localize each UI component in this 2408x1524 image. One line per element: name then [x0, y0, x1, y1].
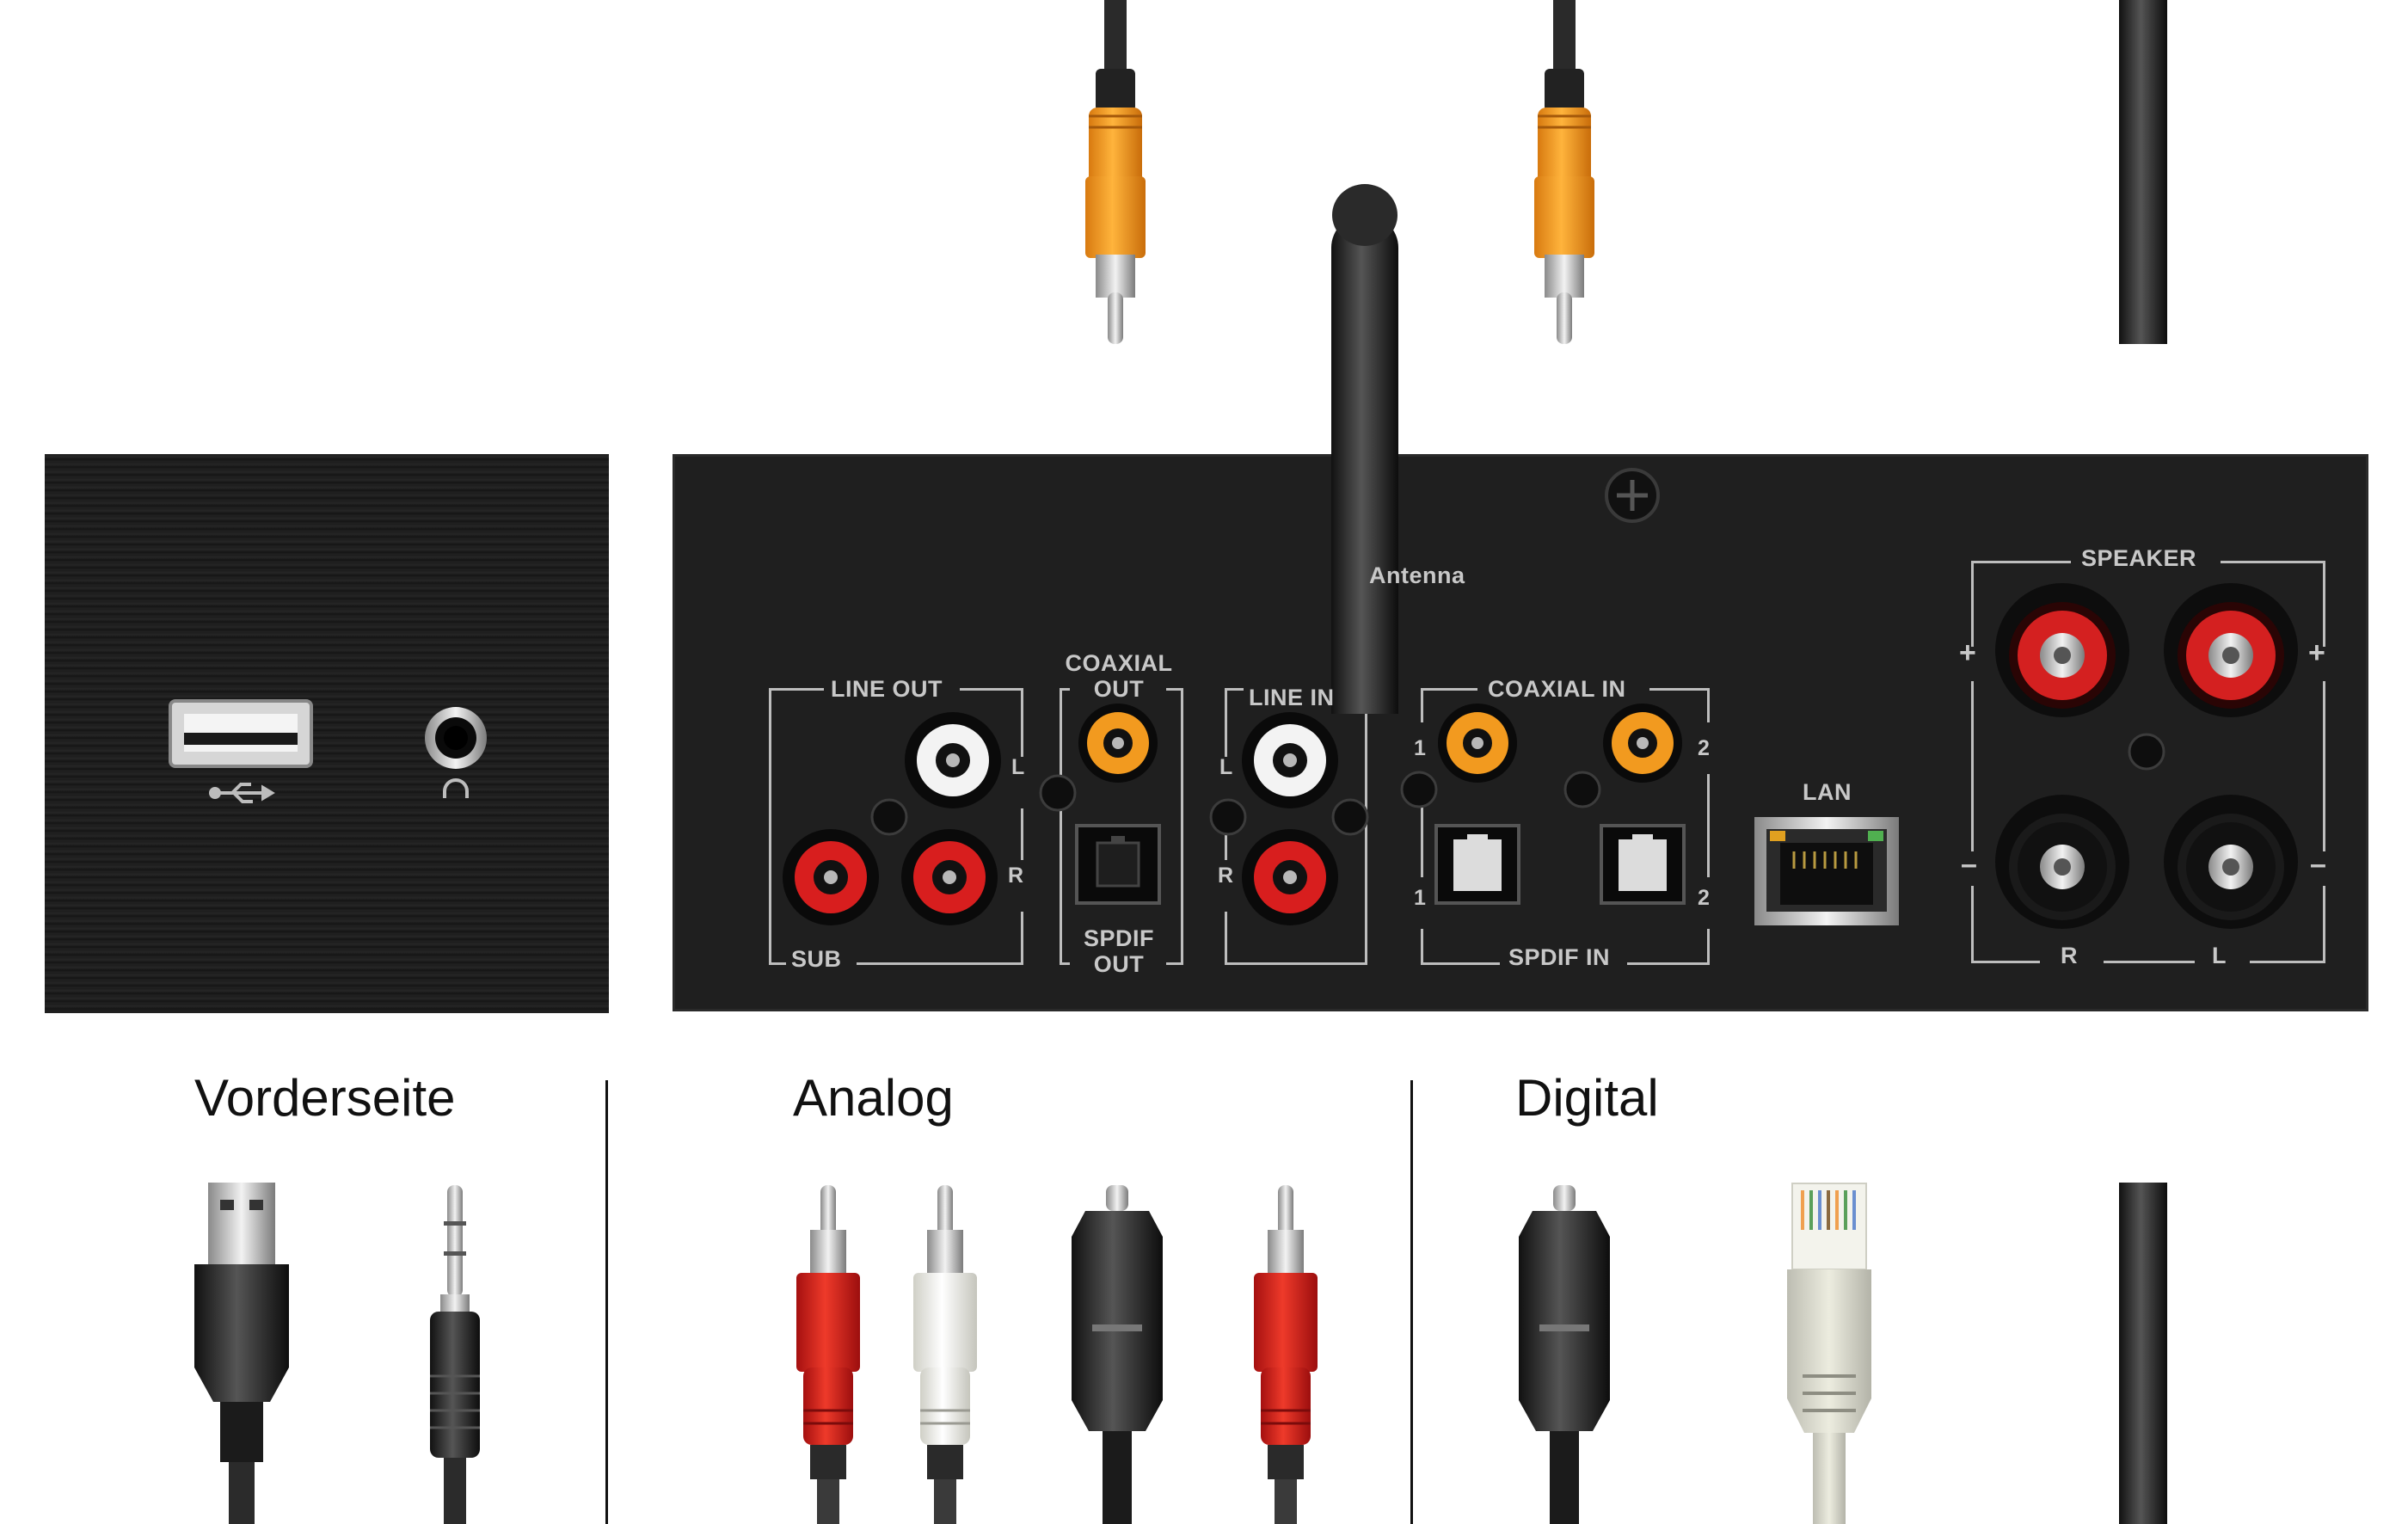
- coaxial-out-label: COAXIAL OUT: [1065, 650, 1173, 702]
- coaxial-in-bracket: [1421, 688, 1710, 965]
- speaker-l-label: L: [2212, 943, 2227, 968]
- lan-label: LAN: [1803, 779, 1852, 805]
- audio-jack-cable-icon: [430, 1185, 480, 1524]
- red-rca-cable-2-icon: [1254, 1185, 1318, 1524]
- white-rca-cable-icon: [913, 1185, 977, 1524]
- line-out-bracket: [769, 688, 1023, 965]
- orange-rca-cable-left-icon: [1085, 0, 1146, 344]
- caption-front: Vorderseite: [194, 1069, 456, 1127]
- line-out-l-marker: L: [1011, 755, 1025, 779]
- speaker-plus-left-marker: +: [1959, 636, 1977, 669]
- lan-cable-icon: [1787, 1183, 1871, 1524]
- red-rca-cable-icon: [796, 1185, 860, 1524]
- spdif-out-label: SPDIF OUT: [1083, 925, 1154, 977]
- coaxial-in-2-marker: 2: [1698, 736, 1711, 760]
- spdif-in-2-marker: 2: [1698, 886, 1711, 910]
- speaker-label: SPEAKER: [2081, 545, 2197, 571]
- optical-cable-digital-icon: [1519, 1185, 1610, 1524]
- orange-rca-cable-right-icon: [1534, 0, 1594, 344]
- front-panel: [45, 454, 609, 1013]
- speaker-minus-right-marker: –: [2310, 848, 2327, 881]
- speaker-minus-left-marker: –: [1961, 848, 1978, 881]
- speaker-cable-bottom-icon: [2119, 1183, 2167, 1524]
- spdif-in-1-marker: 1: [1414, 886, 1427, 910]
- usb-cable-icon: [194, 1183, 289, 1524]
- line-out-r-marker: R: [1008, 863, 1024, 888]
- antenna-label: Antenna: [1369, 562, 1465, 588]
- line-in-r-marker: R: [1218, 863, 1234, 888]
- divider-front-analog: [605, 1080, 608, 1524]
- coaxial-out-bracket: [1060, 688, 1183, 965]
- divider-analog-digital: [1410, 1080, 1413, 1524]
- speaker-bracket: [1971, 561, 2325, 963]
- sub-label: SUB: [791, 946, 842, 972]
- caption-digital: Digital: [1515, 1069, 1659, 1127]
- spdif-in-label: SPDIF IN: [1508, 944, 1611, 970]
- line-in-label: LINE IN: [1249, 685, 1335, 710]
- optical-cable-analog-icon: [1072, 1185, 1163, 1524]
- coaxial-in-label: COAXIAL IN: [1488, 676, 1626, 702]
- caption-analog: Analog: [793, 1069, 954, 1127]
- speaker-r-label: R: [2061, 943, 2078, 968]
- coaxial-in-1-marker: 1: [1414, 736, 1427, 760]
- speaker-plus-right-marker: +: [2308, 636, 2326, 669]
- line-out-label: LINE OUT: [831, 676, 943, 702]
- speaker-cable-top-icon: [2119, 0, 2167, 344]
- line-in-bracket: [1225, 688, 1367, 965]
- line-in-l-marker: L: [1219, 755, 1233, 779]
